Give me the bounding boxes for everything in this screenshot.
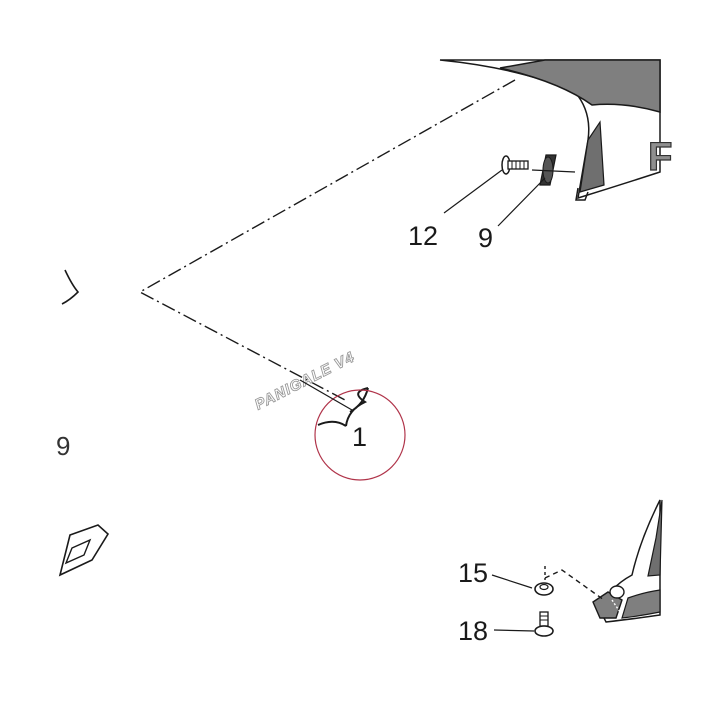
washer-part-15	[534, 582, 554, 596]
callout-18: 18	[458, 616, 488, 646]
callout-1: 1	[352, 422, 367, 452]
center-lines	[138, 79, 605, 601]
callout-labels: 12 9 1 15 18	[352, 221, 493, 646]
decal-leader-line	[138, 79, 516, 401]
callout-15: 15	[458, 558, 488, 588]
upper-fairing-panel: F	[439, 59, 673, 201]
part-1-highlight-circle	[314, 389, 406, 481]
screw-part-18	[534, 611, 554, 637]
callout-12: 12	[408, 221, 438, 251]
decal-part-1: PANIGALE V4	[252, 348, 406, 481]
screw-part-12	[501, 155, 529, 175]
grommet-part-9	[531, 154, 576, 186]
left-edge-fragments: 9	[56, 269, 110, 577]
fairing-letter: F	[648, 135, 672, 179]
lower-fairing-panel	[592, 499, 663, 623]
lower-fastener-line	[544, 569, 605, 601]
callout-9: 9	[478, 223, 493, 253]
callout-leaders	[299, 169, 546, 632]
edge-fragment-label: 9	[56, 431, 70, 461]
